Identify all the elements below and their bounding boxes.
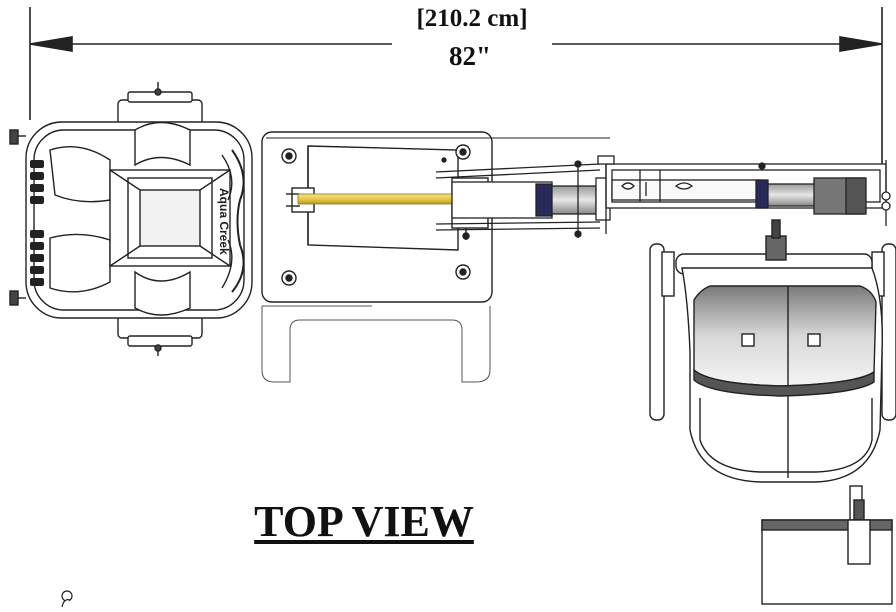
brand-text: Aqua Creek	[217, 188, 231, 255]
dimension-imperial-label: 82"	[449, 41, 491, 71]
base-mount: Aqua Creek	[9, 82, 253, 356]
dimension-arrow-left-icon	[29, 36, 73, 52]
mounting-plate	[261, 131, 493, 383]
person-pictogram-icon	[61, 590, 73, 608]
plate-bolts	[281, 144, 471, 286]
actuator-arm	[266, 137, 891, 238]
seat-assembly	[649, 219, 896, 605]
dimension-line	[29, 7, 883, 170]
view-title: TOP VIEW	[254, 497, 474, 546]
dimension-arrow-right-icon	[839, 36, 883, 52]
dimension-metric-label: [210.2 cm]	[392, 2, 552, 36]
grip-ribs	[30, 160, 44, 286]
